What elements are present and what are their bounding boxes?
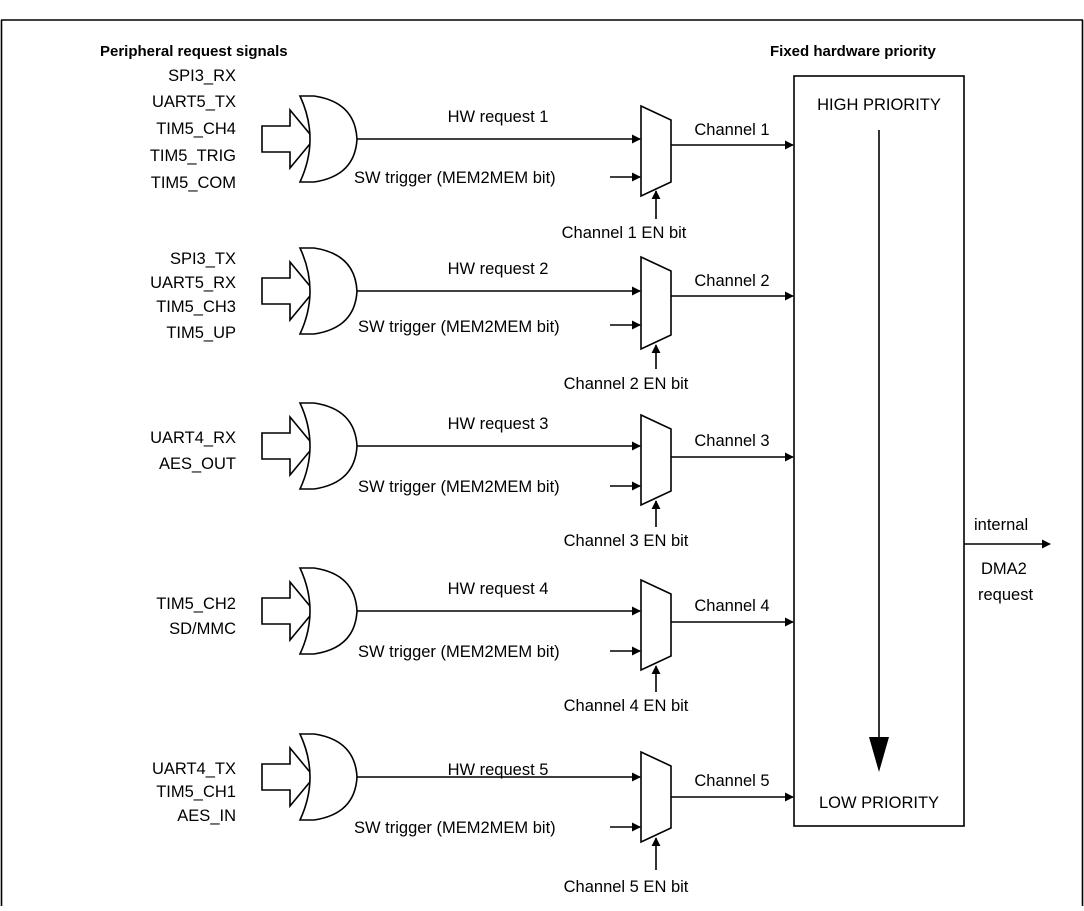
signal-label: TIM5_UP — [166, 324, 236, 342]
hw-request-label: HW request 2 — [448, 260, 549, 278]
mux-icon — [640, 104, 672, 198]
sw-trigger-label: SW trigger (MEM2MEM bit) — [358, 478, 560, 496]
or-gate-icon — [298, 247, 358, 335]
low-priority-label: LOW PRIORITY — [819, 794, 939, 812]
bus-arrow-icon — [261, 414, 316, 478]
mux-icon — [640, 413, 672, 507]
channel-en-bit-label: Channel 1 EN bit — [562, 224, 687, 242]
signal-label: TIM5_TRIG — [150, 147, 236, 165]
signal-label: TIM5_CH3 — [156, 298, 236, 316]
channel-3-group: UART4_RX AES_OUT HW request 3 SW trigger… — [150, 402, 794, 550]
signal-label: TIM5_COM — [151, 174, 236, 192]
sw-trigger-label: SW trigger (MEM2MEM bit) — [358, 643, 560, 661]
mux-icon — [640, 750, 672, 844]
hw-request-label: HW request 1 — [448, 108, 549, 126]
channel-label: Channel 2 — [694, 272, 769, 290]
output-label-dma2: DMA2 — [981, 560, 1027, 578]
channel-label: Channel 4 — [694, 597, 769, 615]
or-gate-icon — [298, 567, 358, 655]
signal-label: UART5_RX — [150, 274, 236, 292]
channel-label: Channel 5 — [694, 772, 769, 790]
header-fixed-hardware-priority: Fixed hardware priority — [770, 43, 937, 60]
header-peripheral-request-signals: Peripheral request signals — [100, 43, 288, 60]
channel-en-bit-label: Channel 4 EN bit — [564, 697, 689, 715]
priority-order-arrowhead-icon — [869, 737, 889, 772]
bus-arrow-icon — [261, 259, 316, 323]
sw-trigger-label: SW trigger (MEM2MEM bit) — [354, 169, 556, 187]
output-label-internal: internal — [974, 516, 1028, 534]
bus-arrow-icon — [261, 745, 316, 809]
channel-label: Channel 3 — [694, 432, 769, 450]
mux-icon — [640, 578, 672, 672]
channel-4-group: TIM5_CH2 SD/MMC HW request 4 SW trigger … — [156, 567, 794, 715]
or-gate-icon — [298, 95, 358, 183]
signal-label: AES_IN — [177, 807, 236, 825]
channel-2-group: SPI3_TX UART5_RX TIM5_CH3 TIM5_UP HW req… — [150, 247, 794, 393]
signal-label: SD/MMC — [169, 620, 236, 638]
signal-label: UART5_TX — [152, 93, 236, 111]
signal-label: AES_OUT — [159, 455, 236, 473]
or-gate-icon — [298, 402, 358, 490]
signal-label: TIM5_CH1 — [156, 783, 236, 801]
signal-label: UART4_TX — [152, 760, 236, 778]
channel-label: Channel 1 — [694, 121, 769, 139]
sw-trigger-label: SW trigger (MEM2MEM bit) — [354, 819, 556, 837]
output-label-request: request — [978, 586, 1033, 604]
hw-request-label: HW request 4 — [448, 580, 549, 598]
hw-request-label: HW request 3 — [448, 415, 549, 433]
bus-arrow-icon — [261, 579, 316, 643]
channel-en-bit-label: Channel 2 EN bit — [564, 375, 689, 393]
signal-label: TIM5_CH4 — [156, 120, 236, 138]
signal-label: UART4_RX — [150, 429, 236, 447]
signal-label: TIM5_CH2 — [156, 595, 236, 613]
mux-icon — [640, 255, 672, 351]
high-priority-label: HIGH PRIORITY — [817, 96, 941, 114]
channel-5-group: UART4_TX TIM5_CH1 AES_IN HW request 5 SW… — [152, 733, 794, 896]
sw-trigger-label: SW trigger (MEM2MEM bit) — [358, 318, 560, 336]
channel-en-bit-label: Channel 5 EN bit — [564, 878, 689, 896]
bus-arrow-icon — [261, 107, 316, 171]
signal-label: SPI3_TX — [170, 250, 236, 268]
or-gate-icon — [298, 733, 358, 821]
signal-label: SPI3_RX — [168, 67, 236, 85]
channel-en-bit-label: Channel 3 EN bit — [564, 532, 689, 550]
hw-request-label: HW request 5 — [448, 761, 549, 779]
channel-1-group: SPI3_RX UART5_TX TIM5_CH4 TIM5_TRIG TIM5… — [150, 67, 794, 242]
